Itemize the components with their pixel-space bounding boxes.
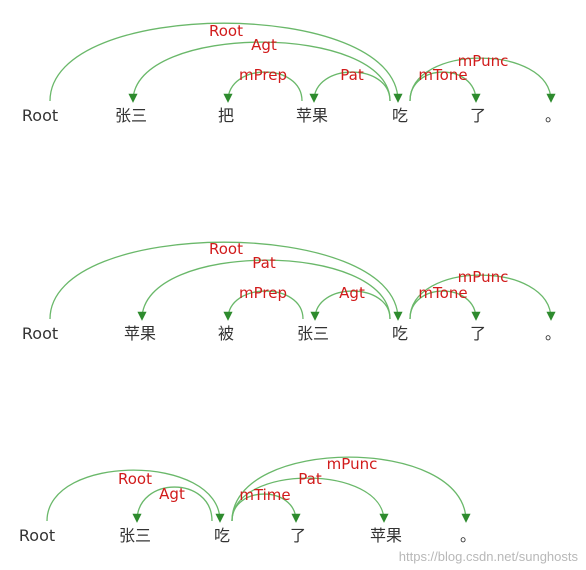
token-word: 吃 [392, 106, 408, 125]
dependency-label: mTone [418, 284, 467, 302]
dependency-label: Agt [159, 485, 185, 503]
dependency-arc [46, 469, 225, 523]
token-word: 苹果 [296, 106, 328, 125]
dependency-arc [409, 57, 556, 103]
token-word: Root [22, 324, 58, 343]
token-word: 苹果 [370, 526, 402, 545]
dependency-label: Root [209, 240, 243, 258]
dependency-label: mPunc [327, 455, 378, 473]
token-word: 张三 [115, 106, 147, 125]
dependency-label: Root [209, 22, 243, 40]
dependency-label: mPrep [239, 66, 287, 84]
token-word: 张三 [297, 324, 329, 343]
dependency-arc [128, 41, 391, 103]
token-word: 苹果 [124, 324, 156, 343]
dependency-label: Pat [340, 66, 364, 84]
token-word: Root [22, 106, 58, 125]
watermark: https://blog.csdn.net/sunghosts [398, 549, 578, 564]
dependency-arc [49, 241, 403, 321]
dependency-label: mPunc [458, 52, 509, 70]
dependency-label: mPrep [239, 284, 287, 302]
dependency-arc [223, 290, 304, 321]
token-word: 了 [290, 526, 306, 545]
dependency-label: mTone [418, 66, 467, 84]
dependency-label: Pat [298, 470, 322, 488]
token-word: 。 [460, 526, 476, 545]
token-word: 吃 [214, 526, 230, 545]
dependency-arc [231, 477, 389, 523]
dependency-label: mPunc [458, 268, 509, 286]
token-word: Root [19, 526, 55, 545]
token-word: 吃 [392, 324, 408, 343]
token-word: 了 [470, 324, 486, 343]
dependency-arc [49, 22, 403, 103]
dependency-arc [409, 290, 481, 321]
token-word: 被 [218, 324, 234, 343]
dependency-label: mTime [239, 486, 290, 504]
dependency-arc [309, 71, 391, 103]
dependency-label: Agt [251, 36, 277, 54]
dependency-arc [132, 486, 213, 523]
dependency-arc [137, 259, 391, 321]
token-word: 把 [218, 106, 234, 125]
dependency-label: Agt [339, 284, 365, 302]
dependency-arc [223, 71, 303, 103]
dependency-label: Root [118, 470, 152, 488]
token-word: 。 [545, 106, 561, 125]
token-word: 了 [470, 106, 486, 125]
dependency-arc [409, 274, 556, 321]
dependency-arc [310, 290, 391, 321]
token-word: 张三 [119, 526, 151, 545]
token-word: 。 [545, 324, 561, 343]
dependency-arc [231, 456, 471, 523]
dependency-label: Pat [252, 254, 276, 272]
